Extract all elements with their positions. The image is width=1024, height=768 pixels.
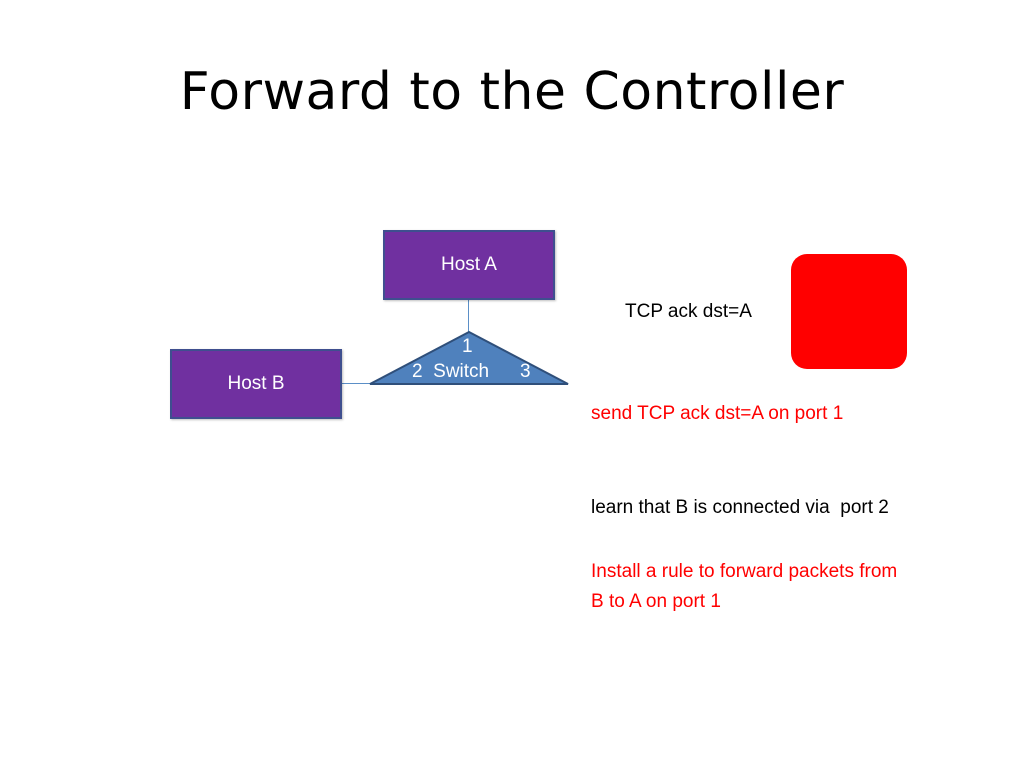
send-note: send TCP ack dst=A on port 1 bbox=[591, 403, 844, 424]
packet-note: TCP ack dst=A bbox=[625, 301, 752, 322]
install-rule-line-1: Install a rule to forward packets from bbox=[591, 561, 898, 582]
link-switch-host-a bbox=[468, 300, 469, 332]
install-rule-note: Install a rule to forward packets from B… bbox=[591, 557, 1011, 617]
host-b-label: Host B bbox=[227, 373, 285, 394]
link-switch-host-b bbox=[342, 383, 372, 384]
host-b-box: Host B bbox=[170, 349, 342, 419]
learn-note: learn that B is connected via port 2 bbox=[591, 497, 889, 518]
host-a-label: Host A bbox=[441, 254, 497, 275]
switch-name: Switch bbox=[433, 361, 490, 382]
switch-label: 2 Switch bbox=[412, 361, 489, 383]
switch-port-2: 2 bbox=[412, 361, 423, 382]
install-rule-line-2: B to A on port 1 bbox=[591, 591, 721, 612]
controller-box bbox=[791, 254, 907, 369]
switch-port-3: 3 bbox=[520, 361, 531, 382]
host-a-box: Host A bbox=[383, 230, 555, 300]
switch-triangle bbox=[369, 330, 569, 385]
slide-title: Forward to the Controller bbox=[179, 62, 845, 122]
switch-port-1: 1 bbox=[462, 336, 473, 357]
